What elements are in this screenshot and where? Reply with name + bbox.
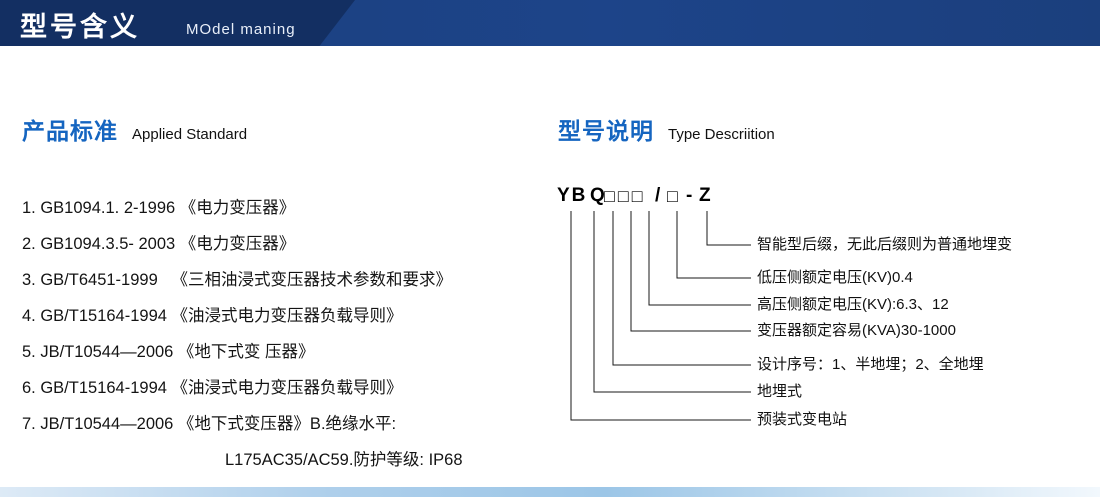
standard-item: 1. GB1094.1. 2-1996 《电力变压器》 bbox=[22, 199, 296, 217]
type-description-heading: 型号说明 Type Descriition bbox=[558, 112, 775, 146]
diagram-label: 设计序号：1、半地埋；2、全地埋 bbox=[757, 356, 984, 373]
connector-lines bbox=[570, 211, 751, 421]
connector-line bbox=[612, 211, 751, 366]
standard-item: 5. JB/T10544—2006 《地下式变 压器》 bbox=[22, 343, 315, 361]
product-standards-heading: 产品标准 Applied Standard bbox=[22, 112, 247, 146]
model-code-part-yb: YB bbox=[557, 185, 588, 206]
model-code: YB Q □□□ / □ - Z bbox=[555, 185, 775, 211]
standard-item: 2. GB1094.3.5- 2003 《电力变压器》 bbox=[22, 235, 296, 253]
diagram-label: 低压侧额定电压(KV)0.4 bbox=[757, 269, 913, 286]
diagram-label: 变压器额定容易(KVA)30-1000 bbox=[757, 322, 956, 339]
connector-line bbox=[676, 211, 751, 279]
standard-item: 3. GB/T6451-1999 《三相油浸式变压器技术参数和要求》 bbox=[22, 271, 453, 289]
standard-item: 4. GB/T15164-1994 《油浸式电力变压器负载导则》 bbox=[22, 307, 403, 325]
connector-line bbox=[593, 211, 751, 393]
standards-list: 1. GB1094.1. 2-1996 《电力变压器》 2. GB1094.3.… bbox=[22, 190, 542, 478]
page-subtitle: MOdel maning bbox=[186, 21, 296, 38]
product-standards-heading-en: Applied Standard bbox=[132, 126, 248, 143]
connector-line bbox=[648, 211, 751, 306]
header-banner-accent-shape bbox=[0, 0, 355, 46]
diagram-label: 地埋式 bbox=[757, 383, 803, 400]
model-code-part-box: □ bbox=[667, 186, 678, 206]
model-code-part-q: Q bbox=[590, 185, 605, 206]
diagram-labels: 智能型后缀，无此后缀则为普通地埋变 低压侧额定电压(KV)0.4 高压侧额定电压… bbox=[555, 185, 1100, 447]
model-code-part-z: Z bbox=[699, 185, 711, 206]
connector-line bbox=[570, 211, 751, 421]
diagram-label: 智能型后缀，无此后缀则为普通地埋变 bbox=[757, 236, 1013, 253]
standard-item-continuation: L175AC35/AC59.防护等级: IP68 bbox=[225, 451, 463, 469]
model-code-diagram: YB Q □□□ / □ - Z 智能型后缀，无此后缀则为普通地埋变 低压侧额定… bbox=[555, 185, 1100, 447]
model-code-part-dash: - bbox=[686, 185, 693, 206]
diagram-label: 预装式变电站 bbox=[757, 411, 848, 428]
product-standards-heading-zh: 产品标准 bbox=[22, 118, 118, 144]
standard-item: 6. GB/T15164-1994 《油浸式电力变压器负载导则》 bbox=[22, 379, 403, 397]
type-description-heading-zh: 型号说明 bbox=[558, 118, 654, 144]
connector-line bbox=[706, 211, 751, 246]
model-code-part-boxes: □□□ bbox=[604, 186, 646, 206]
connector-line bbox=[630, 211, 751, 332]
page-title: 型号含义 bbox=[20, 12, 140, 42]
bottom-accent-bar bbox=[0, 487, 1100, 497]
model-code-part-slash: / bbox=[655, 185, 661, 206]
header-banner: 型号含义 MOdel maning bbox=[0, 0, 1100, 46]
standard-item: 7. JB/T10544—2006 《地下式变压器》B.绝缘水平: bbox=[22, 415, 397, 433]
type-description-heading-en: Type Descriition bbox=[668, 126, 775, 143]
diagram-label: 高压侧额定电压(KV):6.3、12 bbox=[757, 296, 949, 313]
